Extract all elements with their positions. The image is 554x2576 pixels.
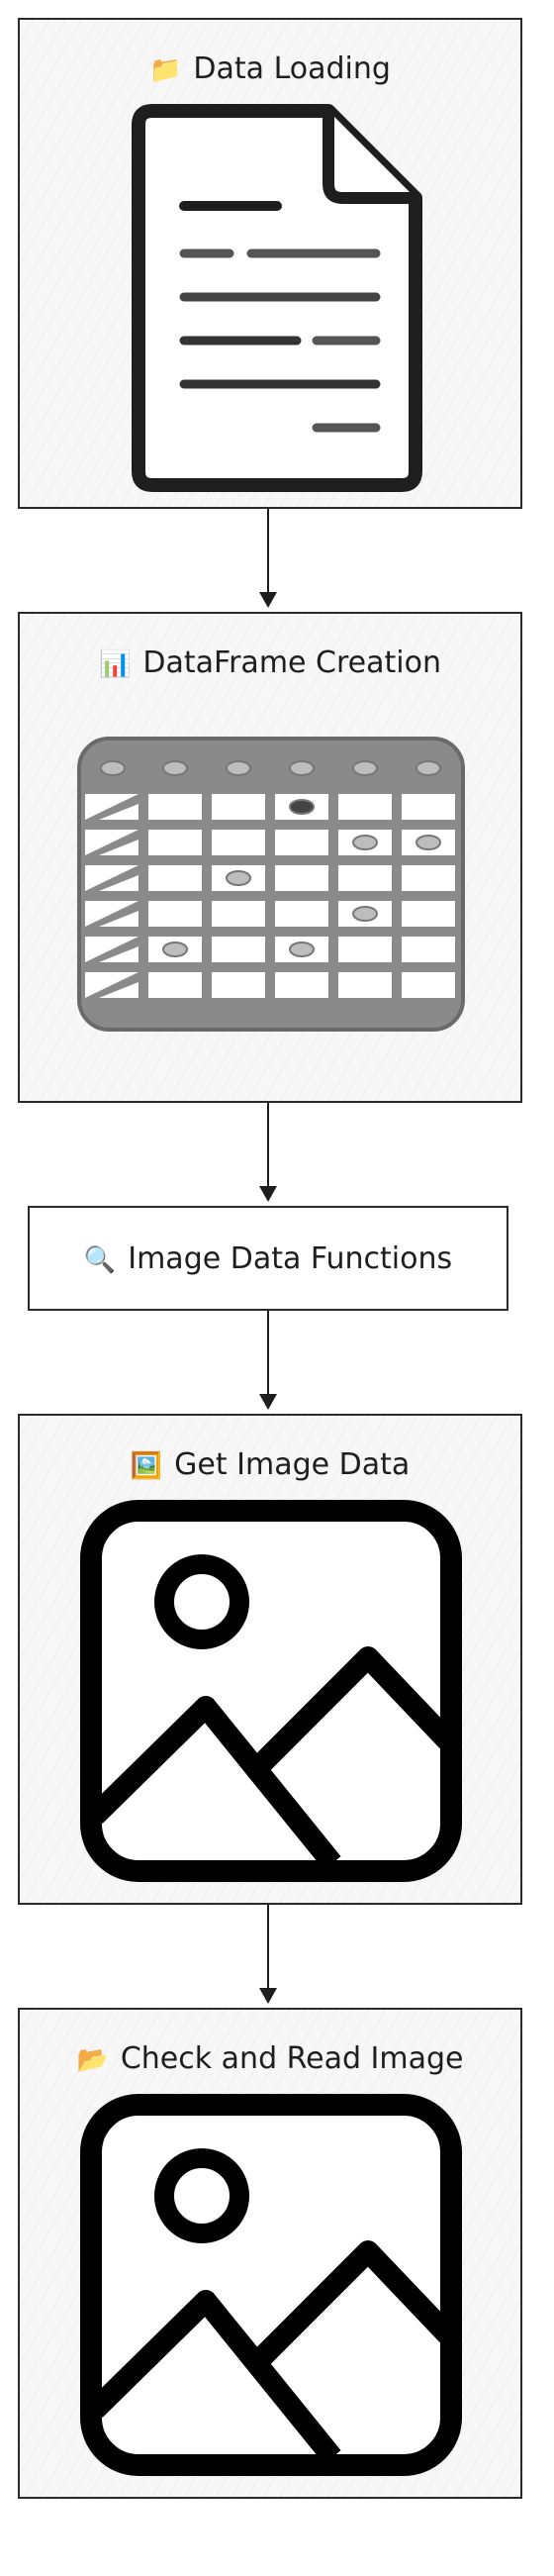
magnifier-icon: 🔍 bbox=[83, 1245, 117, 1275]
node-image-data-functions: 🔍 Image Data Functions bbox=[28, 1206, 508, 1311]
node-label: DataFrame Creation bbox=[142, 645, 441, 680]
arrow-connector bbox=[259, 509, 277, 608]
arrow-connector bbox=[259, 1103, 277, 1202]
image-icon bbox=[80, 1500, 462, 1882]
open-folder-icon: 📂 bbox=[76, 2045, 109, 2075]
node-label: Image Data Functions bbox=[128, 1241, 453, 1276]
table-icon bbox=[77, 737, 465, 1032]
node-title: 📂 Check and Read Image bbox=[20, 2041, 520, 2076]
node-title: 📁 Data Loading bbox=[20, 51, 520, 86]
node-title: 🖼️ Get Image Data bbox=[20, 1447, 520, 1482]
picture-icon: 🖼️ bbox=[130, 1451, 163, 1481]
node-label: Get Image Data bbox=[174, 1447, 411, 1482]
node-title: 📊 DataFrame Creation bbox=[20, 645, 520, 680]
node-data-loading: 📁 Data Loading bbox=[18, 18, 522, 509]
node-label: Data Loading bbox=[193, 51, 391, 86]
node-check-and-read-image: 📂 Check and Read Image bbox=[18, 2008, 522, 2499]
folder-icon: 📁 bbox=[149, 55, 182, 85]
document-icon bbox=[132, 104, 422, 492]
arrow-connector bbox=[259, 1311, 277, 1410]
image-icon bbox=[80, 2094, 462, 2476]
node-get-image-data: 🖼️ Get Image Data bbox=[18, 1414, 522, 1905]
node-dataframe-creation: 📊 DataFrame Creation bbox=[18, 612, 522, 1103]
arrow-connector bbox=[259, 1905, 277, 2004]
node-title: 🔍 Image Data Functions bbox=[30, 1241, 507, 1276]
bar-chart-icon: 📊 bbox=[99, 649, 132, 679]
node-label: Check and Read Image bbox=[120, 2041, 464, 2076]
